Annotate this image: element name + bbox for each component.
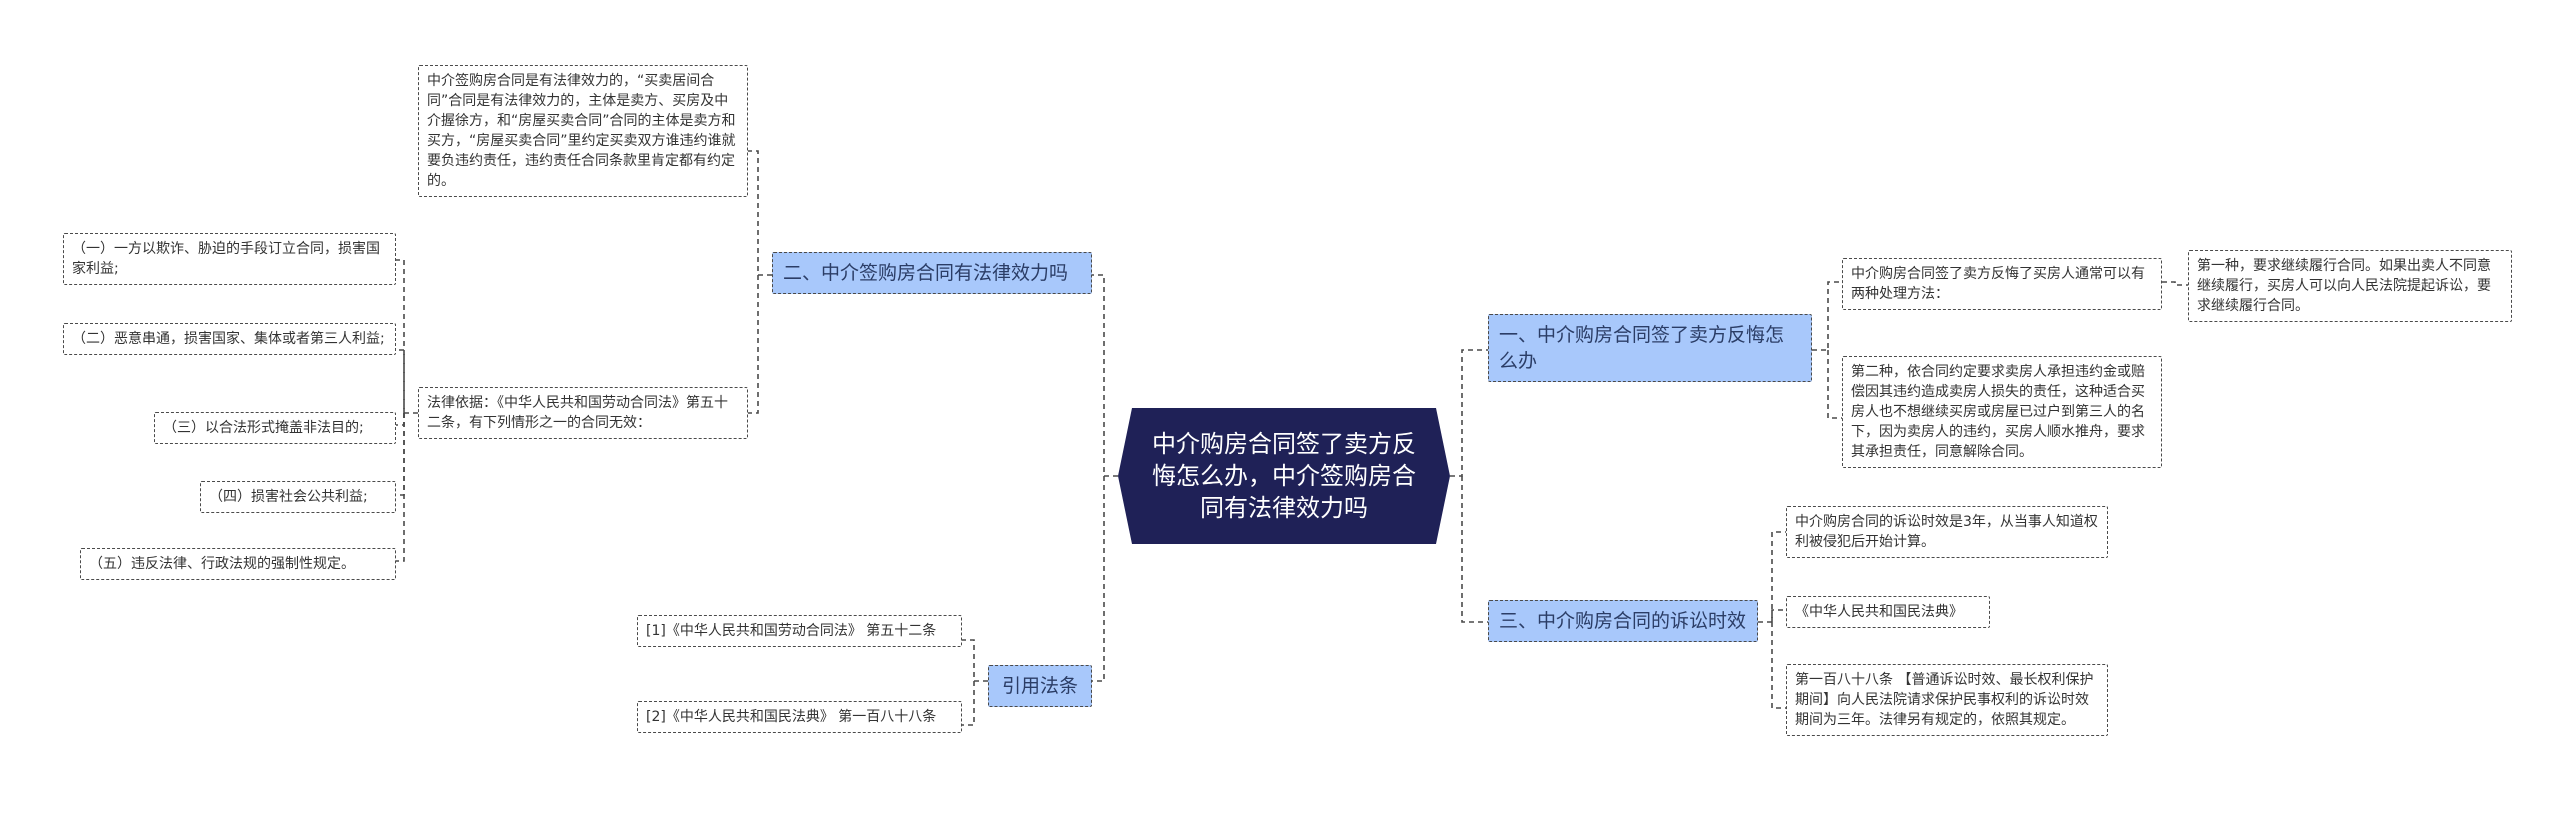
leaf-invalid-item-1-text: （一）一方以欺诈、胁迫的手段订立合同，损害国家利益; bbox=[72, 241, 380, 277]
leaf-legal-basis[interactable]: 法律依据：《中华人民共和国劳动合同法》第五十二条，有下列情形之一的合同无效： bbox=[418, 387, 748, 439]
leaf-two-ways[interactable]: 中介购房合同签了卖方反悔了买房人通常可以有两种处理方法： bbox=[1842, 258, 2162, 310]
branch-limitation-period-label: 三、中介购房合同的诉讼时效 bbox=[1499, 610, 1747, 632]
leaf-way-1[interactable]: 第一种，要求继续履行合同。如果出卖人不同意继续履行，买房人可以向人民法院提起诉讼… bbox=[2188, 250, 2512, 322]
branch-seller-regret-label: 一、中介购房合同签了卖方反悔怎么办 bbox=[1499, 324, 1785, 372]
leaf-three-years[interactable]: 中介购房合同的诉讼时效是3年，从当事人知道权利被侵犯后开始计算。 bbox=[1786, 506, 2108, 558]
leaf-legal-basis-text: 法律依据：《中华人民共和国劳动合同法》第五十二条，有下列情形之一的合同无效： bbox=[427, 395, 728, 431]
leaf-way-2-text: 第二种，依合同约定要求卖房人承担违约金或赔偿因其违约造成卖房人损失的责任，这种适… bbox=[1851, 364, 2145, 460]
branch-cited-laws-label: 引用法条 bbox=[1001, 675, 1078, 697]
root-topic-label: 中介购房合同签了卖方反悔怎么办，中介签购房合同有法律效力吗 bbox=[1152, 430, 1416, 522]
branch-contract-validity-label: 二、中介签购房合同有法律效力吗 bbox=[783, 262, 1069, 284]
leaf-two-ways-text: 中介购房合同签了卖方反悔了买房人通常可以有两种处理方法： bbox=[1851, 266, 2145, 302]
leaf-invalid-item-3[interactable]: （三）以合法形式掩盖非法目的; bbox=[154, 412, 396, 444]
leaf-civil-code[interactable]: 《中华人民共和国民法典》 bbox=[1786, 596, 1990, 628]
leaf-civil-code-text: 《中华人民共和国民法典》 bbox=[1795, 604, 1963, 620]
branch-cited-laws[interactable]: 引用法条 bbox=[988, 665, 1092, 707]
leaf-article-188[interactable]: 第一百八十八条 【普通诉讼时效、最长权利保护期间】向人民法院请求保护民事权利的诉… bbox=[1786, 664, 2108, 736]
leaf-three-years-text: 中介购房合同的诉讼时效是3年，从当事人知道权利被侵犯后开始计算。 bbox=[1795, 514, 2098, 550]
leaf-invalid-item-4-text: （四）损害社会公共利益; bbox=[209, 489, 368, 505]
leaf-way-2[interactable]: 第二种，依合同约定要求卖房人承担违约金或赔偿因其违约造成卖房人损失的责任，这种适… bbox=[1842, 356, 2162, 468]
branch-limitation-period[interactable]: 三、中介购房合同的诉讼时效 bbox=[1488, 600, 1758, 642]
leaf-invalid-item-3-text: （三）以合法形式掩盖非法目的; bbox=[163, 420, 364, 436]
leaf-way-1-text: 第一种，要求继续履行合同。如果出卖人不同意继续履行，买房人可以向人民法院提起诉讼… bbox=[2197, 258, 2491, 314]
leaf-invalid-item-2[interactable]: （二）恶意串通，损害国家、集体或者第三人利益; bbox=[63, 323, 396, 355]
leaf-invalid-item-5-text: （五）违反法律、行政法规的强制性规定。 bbox=[89, 556, 355, 572]
leaf-ref-1[interactable]: [1]《中华人民共和国劳动合同法》 第五十二条 bbox=[637, 615, 962, 647]
root-topic[interactable]: 中介购房合同签了卖方反悔怎么办，中介签购房合同有法律效力吗 bbox=[1118, 408, 1450, 544]
leaf-ref-2[interactable]: [2]《中华人民共和国民法典》 第一百八十八条 bbox=[637, 701, 962, 733]
branch-seller-regret[interactable]: 一、中介购房合同签了卖方反悔怎么办 bbox=[1488, 314, 1812, 382]
leaf-validity-text: 中介签购房合同是有法律效力的，“买卖居间合同”合同是有法律效力的，主体是卖方、买… bbox=[427, 73, 736, 189]
leaf-ref-2-text: [2]《中华人民共和国民法典》 第一百八十八条 bbox=[646, 709, 937, 725]
leaf-invalid-item-4[interactable]: （四）损害社会公共利益; bbox=[200, 481, 396, 513]
leaf-validity-explanation[interactable]: 中介签购房合同是有法律效力的，“买卖居间合同”合同是有法律效力的，主体是卖方、买… bbox=[418, 65, 748, 197]
leaf-invalid-item-1[interactable]: （一）一方以欺诈、胁迫的手段订立合同，损害国家利益; bbox=[63, 233, 396, 285]
branch-contract-validity[interactable]: 二、中介签购房合同有法律效力吗 bbox=[772, 252, 1092, 294]
leaf-article-188-text: 第一百八十八条 【普通诉讼时效、最长权利保护期间】向人民法院请求保护民事权利的诉… bbox=[1795, 672, 2094, 728]
leaf-ref-1-text: [1]《中华人民共和国劳动合同法》 第五十二条 bbox=[646, 623, 937, 639]
leaf-invalid-item-5[interactable]: （五）违反法律、行政法规的强制性规定。 bbox=[80, 548, 396, 580]
leaf-invalid-item-2-text: （二）恶意串通，损害国家、集体或者第三人利益; bbox=[72, 331, 385, 347]
